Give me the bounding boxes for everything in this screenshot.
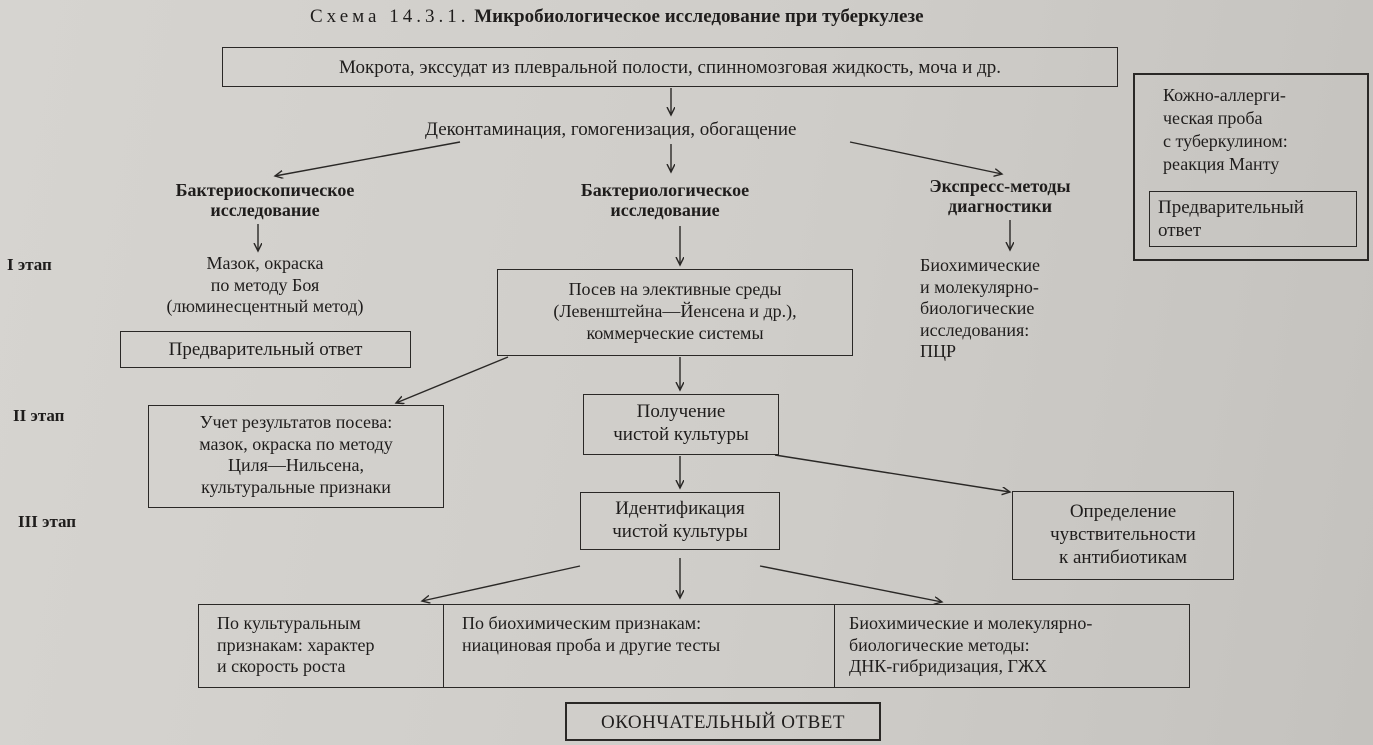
molecular-method-text: Биохимические и молекулярно- биологическ… <box>849 613 1092 678</box>
mantoux-answer-2: ответ <box>1158 220 1202 241</box>
micro-answer-text: Предварительный ответ <box>168 339 363 360</box>
micro-branch-title: Бактериоскопическое исследование <box>145 180 385 220</box>
arrow-sowing-results <box>396 356 509 403</box>
culture-method-cell: По культуральным признакам: характер и с… <box>198 604 444 688</box>
culture-method-1: По культуральным <box>217 613 361 633</box>
micro-method: Мазок, окраска по методу Боя (люминесцен… <box>125 253 405 318</box>
bact-title-1: Бактериологическое <box>580 180 750 200</box>
results-line-3: Циля—Нильсена, <box>227 455 365 476</box>
biochem-method-1: По биохимическим признакам: <box>462 613 702 633</box>
molecular-method-1: Биохимические и молекулярно- <box>849 613 1093 633</box>
sowing-text: Посев на элективные среды (Левенштейна—Й… <box>498 279 852 345</box>
mantoux-answer-1: Предварительный <box>1158 197 1304 218</box>
pure-culture-line-1: Получение <box>636 401 726 422</box>
results-line-4: культуральные признаки <box>201 476 391 497</box>
express-line-1: Биохимические <box>920 255 1041 275</box>
stage-1-label: I этап <box>7 255 52 274</box>
molecular-method-2: биологические методы: <box>849 634 1030 655</box>
specimen-text: Мокрота, экссудат из плевральной полости… <box>339 57 1001 78</box>
sowing-box: Посев на элективные среды (Левенштейна—Й… <box>497 269 853 356</box>
culture-method-text: По культуральным признакам: характер и с… <box>217 613 374 678</box>
biochem-method-cell: По биохимическим признакам: ниациновая п… <box>443 604 835 688</box>
molecular-method-3: ДНК-гибридизация, ГЖХ <box>849 656 1048 677</box>
pure-culture-box: Получение чистой культуры <box>583 394 779 455</box>
results-box: Учет результатов посева: мазок, окраска … <box>148 405 444 508</box>
specimen-box: Мокрота, экссудат из плевральной полости… <box>222 47 1118 87</box>
express-line-3: биологические <box>920 298 1035 319</box>
prep-text: Деконтаминация, гомогенизация, обогащени… <box>425 119 797 140</box>
stage-2-label: II этап <box>13 406 65 425</box>
express-line-4: исследования: <box>920 319 1030 340</box>
micro-line-3: (люминесцентный метод) <box>166 296 364 317</box>
micro-answer-box: Предварительный ответ <box>120 331 411 368</box>
express-branch-title: Экспресс-методы диагностики <box>890 176 1110 216</box>
mantoux-line-3: с туберкулином: <box>1163 131 1288 151</box>
identification-box: Идентификация чистой культуры <box>580 492 780 550</box>
final-answer-text: ОКОНЧАТЕЛЬНЫЙ ОТВЕТ <box>601 712 845 733</box>
identification-line-2: чистой культуры <box>612 520 748 542</box>
biochem-method-2: ниациновая проба и другие тесты <box>462 634 721 655</box>
arrow-id-culture <box>422 565 581 601</box>
bact-title-2: исследование <box>610 200 720 221</box>
culture-method-3: и скорость роста <box>217 656 346 677</box>
culture-method-2: признакам: характер <box>217 634 375 655</box>
arrow-prep-micro <box>275 141 461 176</box>
methods-row: По культуральным признакам: характер и с… <box>198 604 1190 688</box>
results-line-2: мазок, окраска по методу <box>199 433 393 454</box>
express-title-2: диагностики <box>948 196 1052 217</box>
micro-line-2: по методу Боя <box>210 274 320 295</box>
micro-title-2: исследование <box>210 200 320 221</box>
stage-3-label: III этап <box>18 512 77 531</box>
sowing-line-2: (Левенштейна—Йенсена и др.), <box>553 300 797 321</box>
sowing-line-1: Посев на элективные среды <box>568 279 782 299</box>
bact-branch-title: Бактериологическое исследование <box>545 180 785 220</box>
scheme-number: Схема 14.3.1. <box>310 6 470 27</box>
express-line-5: ПЦР <box>920 341 957 362</box>
arrow-pure-sensitivity <box>774 454 1010 492</box>
identification-text: Идентификация чистой культуры <box>581 498 779 544</box>
express-methods: Биохимические и молекулярно- биологическ… <box>920 255 1040 363</box>
biochem-method-text: По биохимическим признакам: ниациновая п… <box>462 613 720 656</box>
sensitivity-box: Определение чувствительности к антибиоти… <box>1012 491 1234 580</box>
results-text: Учет результатов посева: мазок, окраска … <box>149 412 443 498</box>
sowing-line-3: коммерческие системы <box>586 322 764 343</box>
final-answer-box: ОКОНЧАТЕЛЬНЫЙ ОТВЕТ <box>565 702 881 741</box>
sensitivity-line-3: к антибиотикам <box>1058 547 1187 569</box>
pure-culture-text: Получение чистой культуры <box>584 401 778 447</box>
sensitivity-line-2: чувствительности <box>1050 524 1196 546</box>
micro-line-1: Мазок, окраска <box>206 253 324 273</box>
arrow-id-molecular <box>759 565 942 602</box>
sensitivity-text: Определение чувствительности к антибиоти… <box>1013 500 1233 570</box>
scheme-title: Схема 14.3.1. Микробиологическое исследо… <box>310 6 924 27</box>
mantoux-answer-box: Предварительный ответ <box>1149 191 1357 247</box>
mantoux-box: Кожно-аллерги- ческая проба с туберкулин… <box>1133 73 1369 261</box>
results-line-1: Учет результатов посева: <box>199 412 393 432</box>
arrow-prep-express <box>849 141 1002 174</box>
identification-line-1: Идентификация <box>615 498 745 519</box>
express-title-1: Экспресс-методы <box>929 176 1071 196</box>
micro-title-1: Бактериоскопическое <box>175 180 355 200</box>
mantoux-line-1: Кожно-аллерги- <box>1163 85 1286 105</box>
scheme-heading: Микробиологическое исследование при тубе… <box>474 6 924 27</box>
mantoux-line-4: реакция Манту <box>1163 154 1280 174</box>
pure-culture-line-2: чистой культуры <box>613 423 749 445</box>
mantoux-line-2: ческая проба <box>1163 108 1263 128</box>
express-line-2: и молекулярно- <box>920 276 1039 297</box>
sensitivity-line-1: Определение <box>1069 501 1177 522</box>
